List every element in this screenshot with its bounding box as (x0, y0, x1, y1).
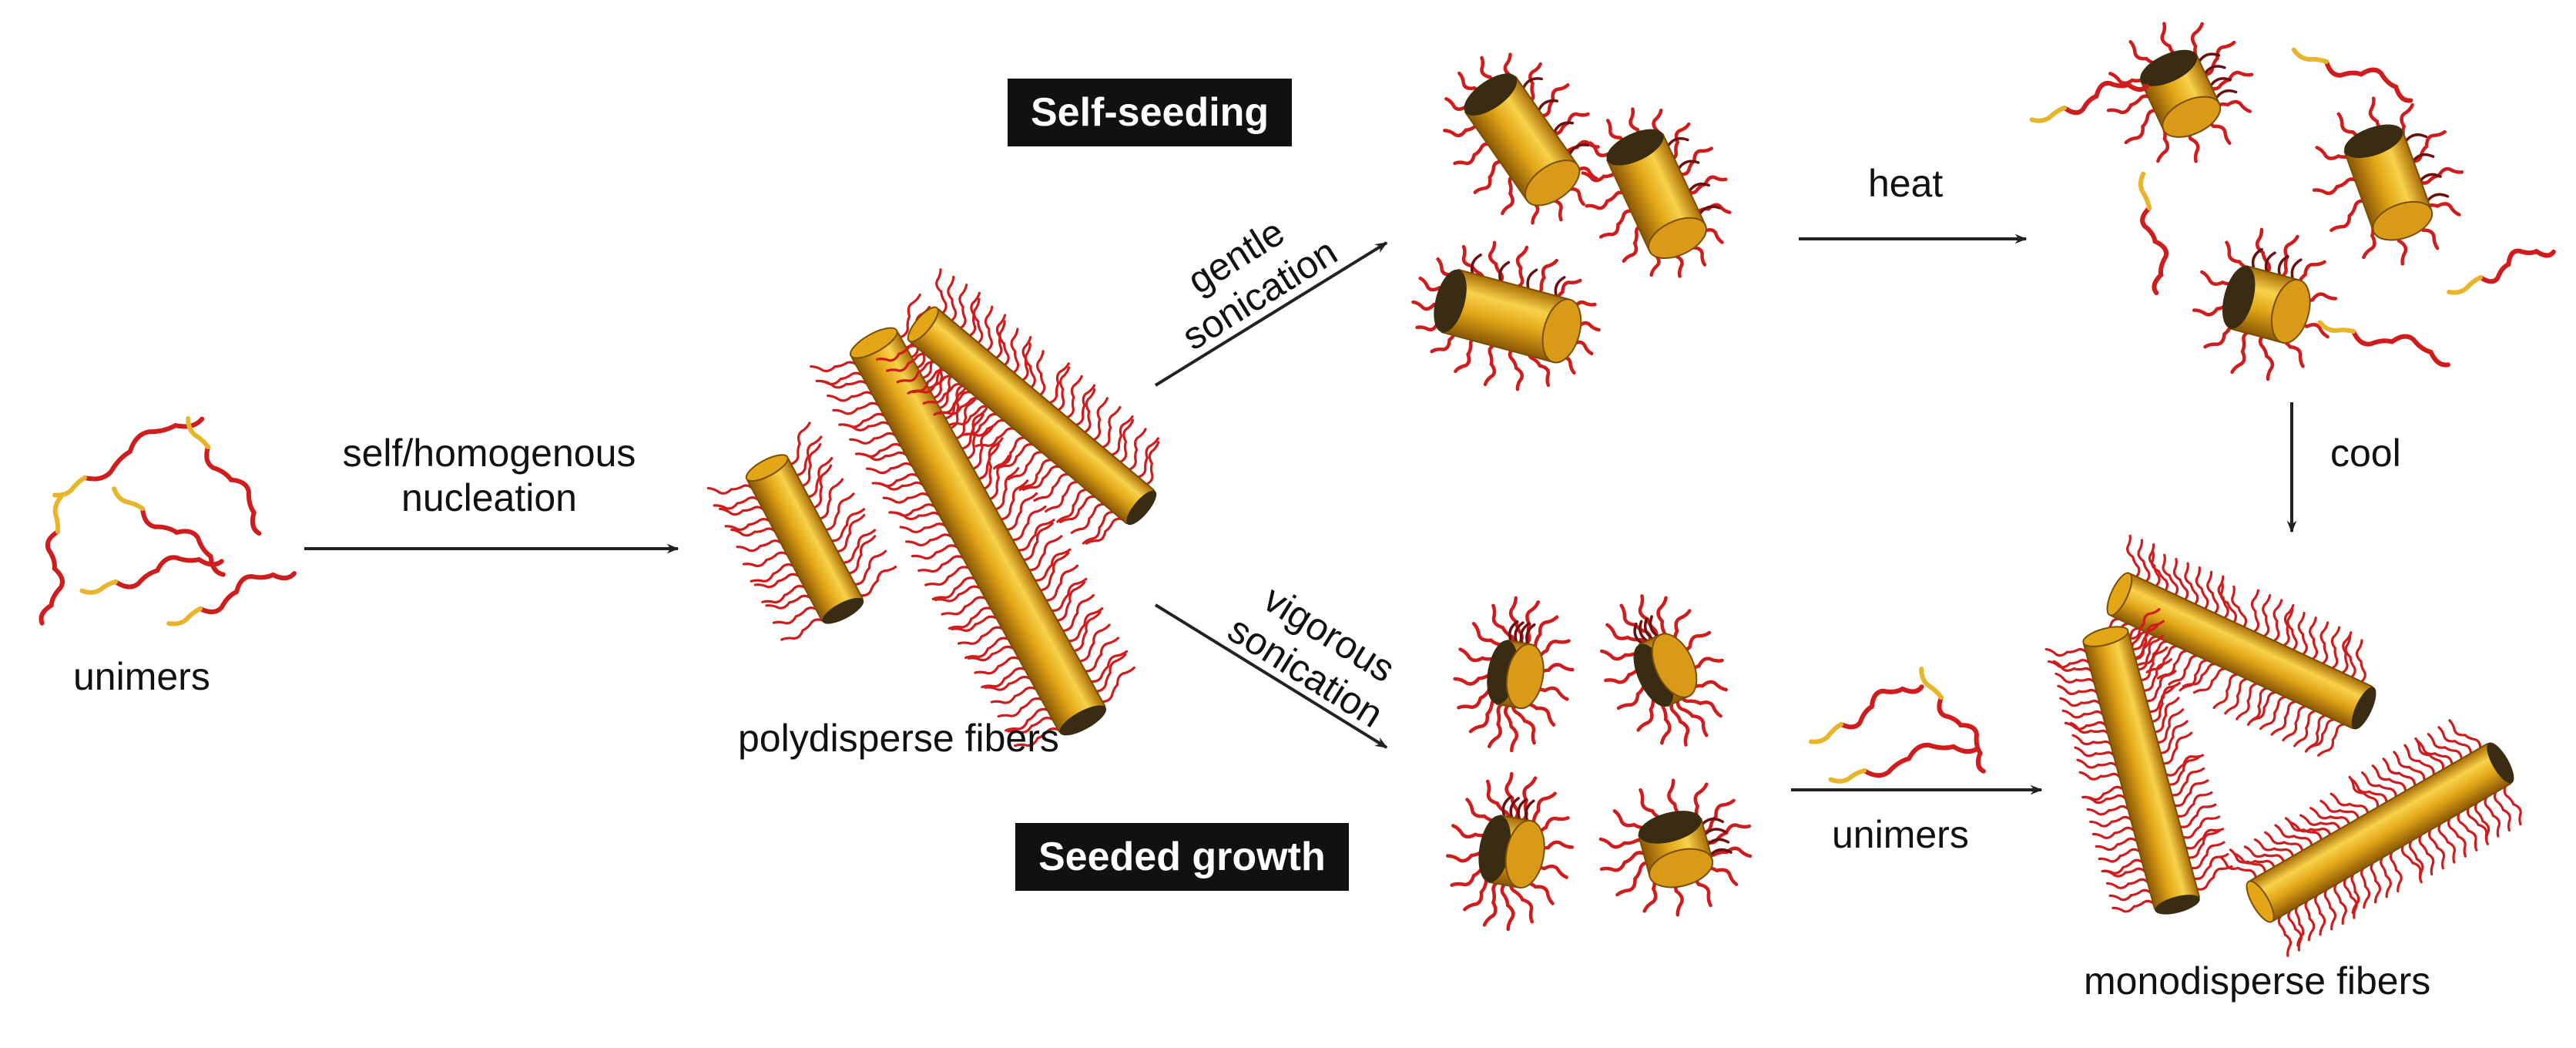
seed-bottom-1-end-cap (1505, 643, 1545, 710)
label-self-nucleation-line1: self/homogenous (342, 432, 636, 475)
poly-fiber-short-corona (706, 422, 897, 641)
dissolved-seed-3-end-cap (2270, 279, 2311, 344)
mono-fiber-1 (2088, 534, 2376, 757)
seed-top-3 (1411, 240, 1601, 391)
seed-bottom-1 (1453, 596, 1575, 753)
poly-fiber-short (706, 422, 897, 641)
unimer-1 (52, 416, 205, 498)
unimer-4 (39, 495, 65, 626)
dissolved-unimer-4 (2317, 320, 2450, 368)
label-unimers-left: unimers (73, 655, 210, 698)
seeded-growth-seeds (1446, 594, 1753, 932)
label-monodisperse-fibers: monodisperse fibers (2084, 959, 2431, 1003)
poly-fiber-short-end-cap (822, 597, 864, 624)
dissolved-unimer-1 (2029, 80, 2149, 123)
arrow-vigorous-sonication (1154, 603, 1388, 749)
seed-top-3-end-cap (1541, 298, 1582, 364)
unimer-mid-3 (1828, 742, 1981, 784)
unimer-mid-2 (1919, 667, 1986, 774)
mono-fiber-2 (2044, 608, 2233, 915)
arrow-gentle-sonication (1154, 241, 1388, 387)
mono-fiber-1-end-cap (2351, 687, 2376, 730)
seed-top-2 (1581, 107, 1732, 278)
label-cool: cool (2330, 432, 2401, 475)
seed-top-1-end-cap (1524, 160, 1581, 207)
poly-fiber-medium-end-cap (1126, 490, 1157, 526)
seed-bottom-3-end-cap (1504, 819, 1545, 889)
mono-fiber-2-end-cap (2155, 895, 2200, 915)
dissolved-unimer-2 (2138, 171, 2168, 296)
seed-bottom-3 (1446, 771, 1574, 932)
seed-bottom-2-end-cap (1651, 633, 1698, 698)
poly-fiber-long (810, 293, 1135, 747)
arrows (304, 233, 2297, 795)
unimer-3 (112, 486, 226, 577)
dissolved-seed-3 (2192, 227, 2338, 381)
dissolved-seed-1-end-cap (2162, 96, 2222, 138)
self-seeding-seeds (1411, 52, 1732, 391)
mono-fiber-3-end-cap (2487, 742, 2514, 784)
tag-self-seeding: Self-seeding (1008, 79, 1293, 146)
polydisperse-fibers-illustration (706, 268, 1160, 747)
unimer-5 (79, 555, 224, 595)
seed-bottom-2 (1600, 594, 1728, 747)
unimers-cluster-mid (1809, 667, 1986, 784)
label-self-nucleation-line2: nucleation (401, 475, 577, 519)
dissolved-unimer-5 (2447, 248, 2556, 295)
label-self-nucleation: self/homogenous nucleation (308, 432, 670, 520)
label-heat: heat (1868, 162, 1944, 205)
dissolved-seed-2 (2312, 96, 2464, 266)
dissolved-seed-1 (2106, 22, 2254, 163)
unimers-cluster-left (39, 416, 297, 626)
seed-top-2-end-cap (1648, 217, 1707, 260)
monodisperse-fibers-illustration (2044, 534, 2522, 957)
seed-bottom-4-end-cap (1649, 848, 1714, 888)
mono-fiber-3 (2219, 719, 2522, 957)
seed-bottom-4 (1598, 778, 1753, 917)
dissolved-seed-2-end-cap (2372, 200, 2433, 241)
label-polydisperse-fibers: polydisperse fibers (738, 717, 1059, 760)
label-unimers-mid: unimers (1832, 813, 1969, 856)
partially-dissolved-seeds (2029, 22, 2556, 381)
seed-top-1 (1443, 52, 1600, 225)
unimer-6 (166, 571, 297, 626)
poly-fiber-medium (876, 268, 1160, 545)
dissolved-unimer-3 (2291, 47, 2413, 103)
tag-seeded-growth: Seeded growth (1015, 823, 1349, 891)
unimer-2 (186, 416, 262, 536)
poly-fiber-long-end-cap (1059, 705, 1107, 736)
unimer-mid-1 (1809, 684, 1924, 744)
